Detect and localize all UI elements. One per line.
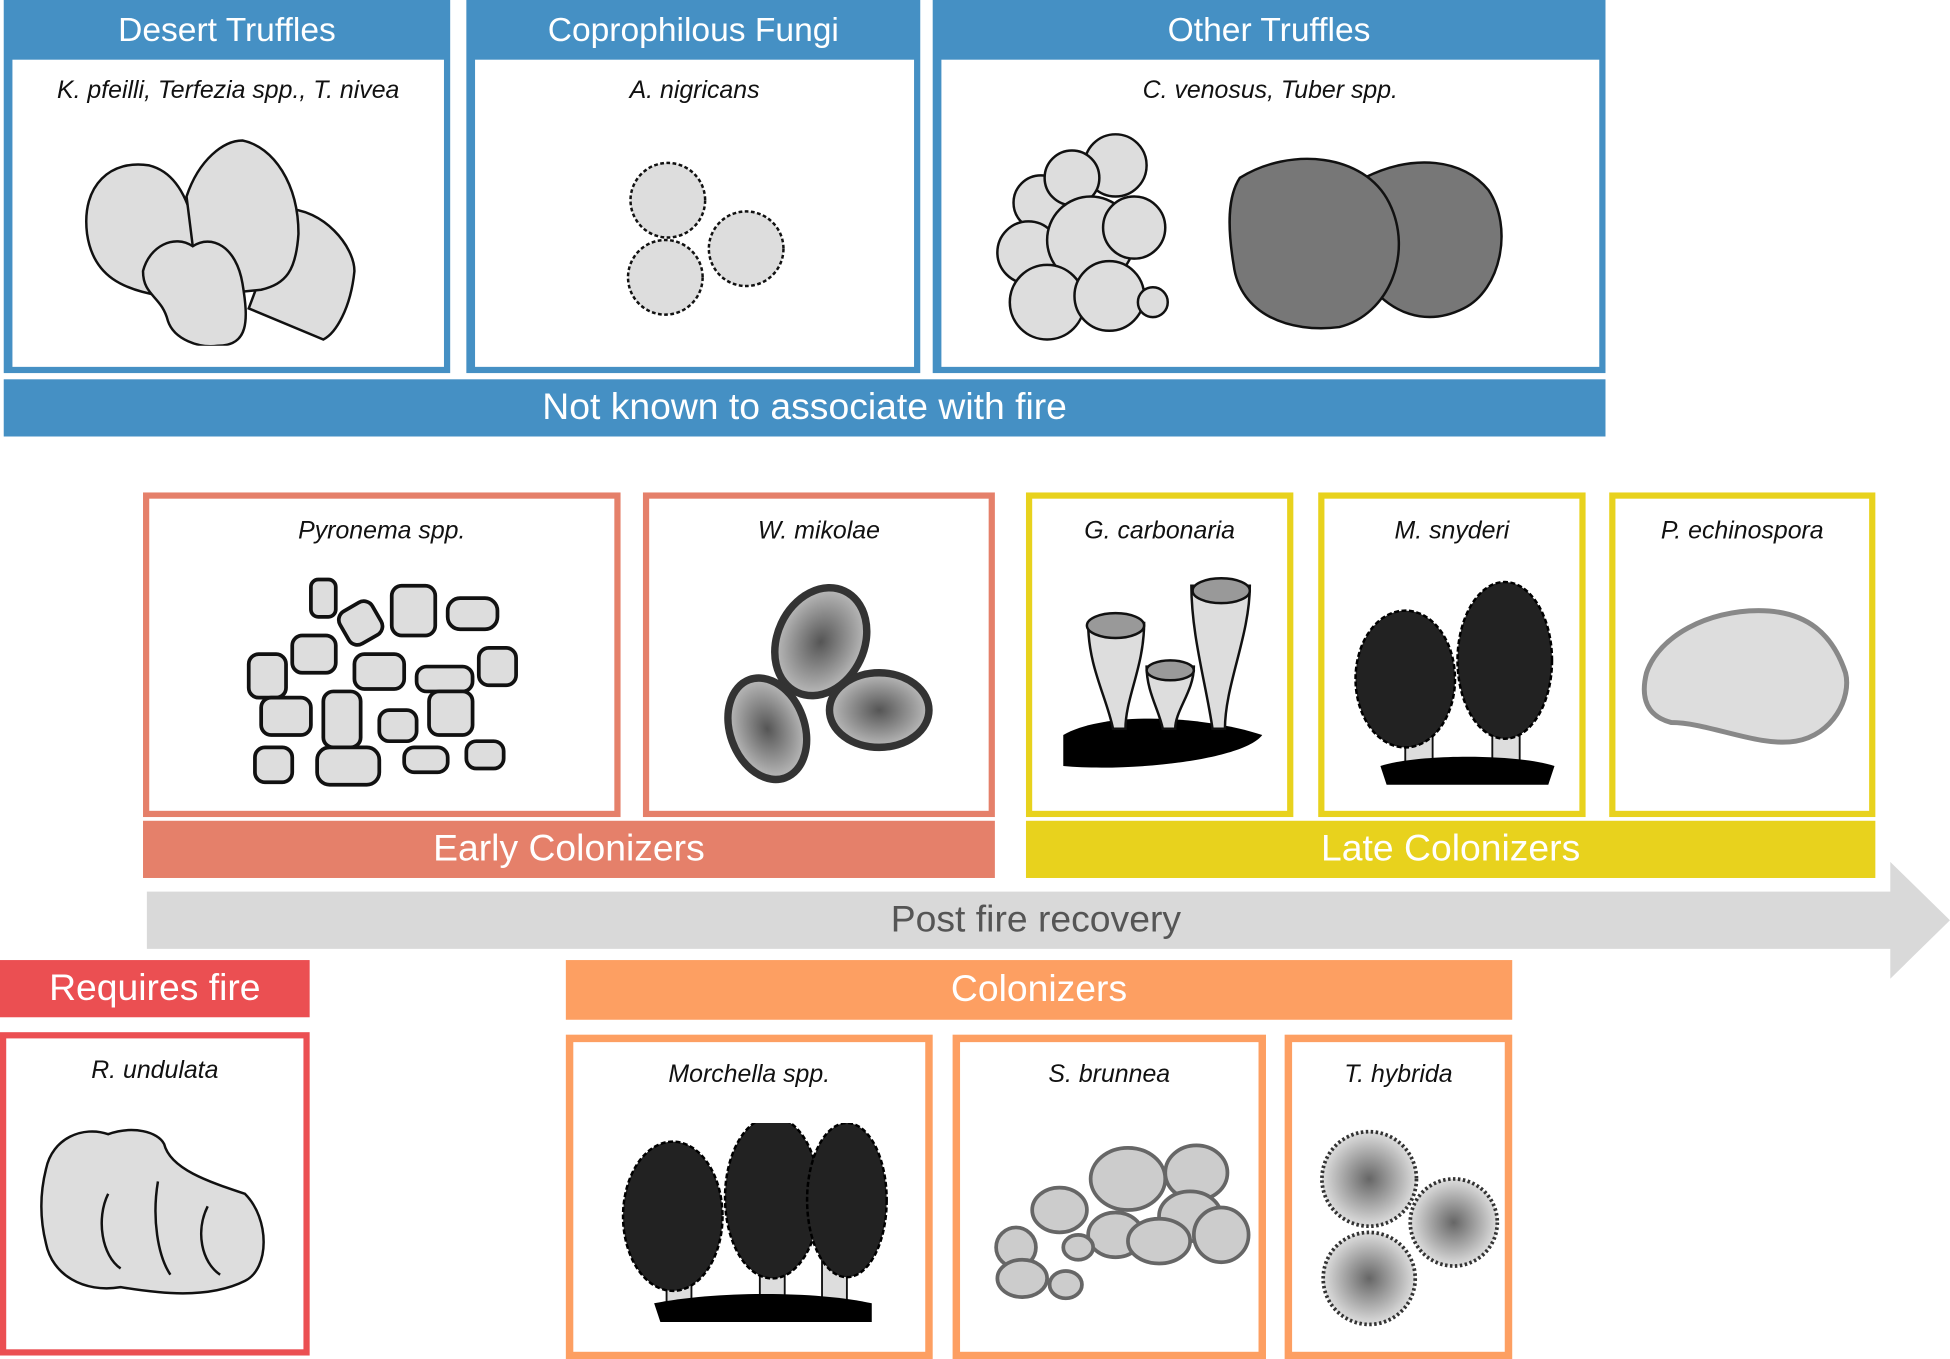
- card-r-undulata: R. undulata: [0, 1032, 310, 1356]
- w-mikolae-illustration: [724, 584, 933, 784]
- ascobolus-illustration: [626, 161, 785, 316]
- early-colonizers-banner: Early Colonizers: [143, 820, 995, 878]
- card-m-snyderi: M. snyderi: [1318, 492, 1586, 818]
- card-w-mikolae: W. mikolae: [642, 492, 995, 818]
- species-label: W. mikolae: [757, 517, 880, 545]
- species-label: Morchella spp.: [668, 1060, 831, 1089]
- species-label: P. echinospora: [1660, 517, 1824, 545]
- requires-fire-banner: Requires fire: [0, 960, 310, 1018]
- panel-desert-truffles: Desert Truffles K. pfeilli, Terfezia spp…: [3, 0, 451, 374]
- panel-title: Desert Truffles: [118, 10, 336, 48]
- species-label: T. hybrida: [1344, 1060, 1453, 1089]
- morel-illustration: [1354, 580, 1555, 785]
- species-label: C. venosus, Tuber spp.: [1142, 77, 1398, 105]
- trichophaea-illustration: [1320, 1129, 1500, 1327]
- geopyxis-illustration: [1063, 577, 1263, 768]
- not-fire-associated-banner: Not known to associate with fire: [3, 379, 1606, 437]
- morchella-illustration: [621, 1122, 888, 1322]
- species-label: K. pfeilli, Terfezia spp., T. nivea: [56, 77, 400, 105]
- pyronema-illustration: [246, 577, 518, 787]
- species-label: Pyronema spp.: [298, 517, 466, 545]
- rhizina-illustration: [40, 1128, 265, 1295]
- desert-truffle-illustration: [85, 139, 356, 346]
- species-label: R. undulata: [91, 1057, 219, 1085]
- panel-other-truffles: Other Truffles C. venosus, Tuber spp.: [932, 0, 1606, 374]
- card-morchella: Morchella spp.: [565, 1034, 933, 1359]
- sarcosphaera-illustration: [994, 1143, 1251, 1301]
- other-truffles-illustration: [996, 133, 1503, 341]
- card-s-brunnea: S. brunnea: [952, 1034, 1266, 1359]
- card-t-hybrida: T. hybrida: [1284, 1034, 1513, 1359]
- panel-title: Coprophilous Fungi: [547, 10, 839, 48]
- colonizers-banner: Colonizers: [565, 960, 1513, 1020]
- card-g-carbonaria: G. carbonaria: [1025, 492, 1294, 818]
- species-label: A. nigricans: [629, 77, 760, 105]
- species-label: G. carbonaria: [1084, 517, 1235, 545]
- panel-coprophilous-fungi: Coprophilous Fungi A. nigricans: [466, 0, 921, 374]
- post-fire-recovery-arrow: [146, 861, 1950, 979]
- card-p-echinospora: P. echinospora: [1609, 492, 1876, 818]
- late-colonizers-banner: Late Colonizers: [1025, 820, 1876, 878]
- species-label: M. snyderi: [1394, 517, 1510, 545]
- arrow-label: Post fire recovery: [890, 899, 1182, 941]
- panel-title: Other Truffles: [1167, 10, 1371, 48]
- plicaria-illustration: [1641, 608, 1850, 745]
- card-pyronema: Pyronema spp.: [143, 492, 621, 818]
- species-label: S. brunnea: [1048, 1060, 1171, 1089]
